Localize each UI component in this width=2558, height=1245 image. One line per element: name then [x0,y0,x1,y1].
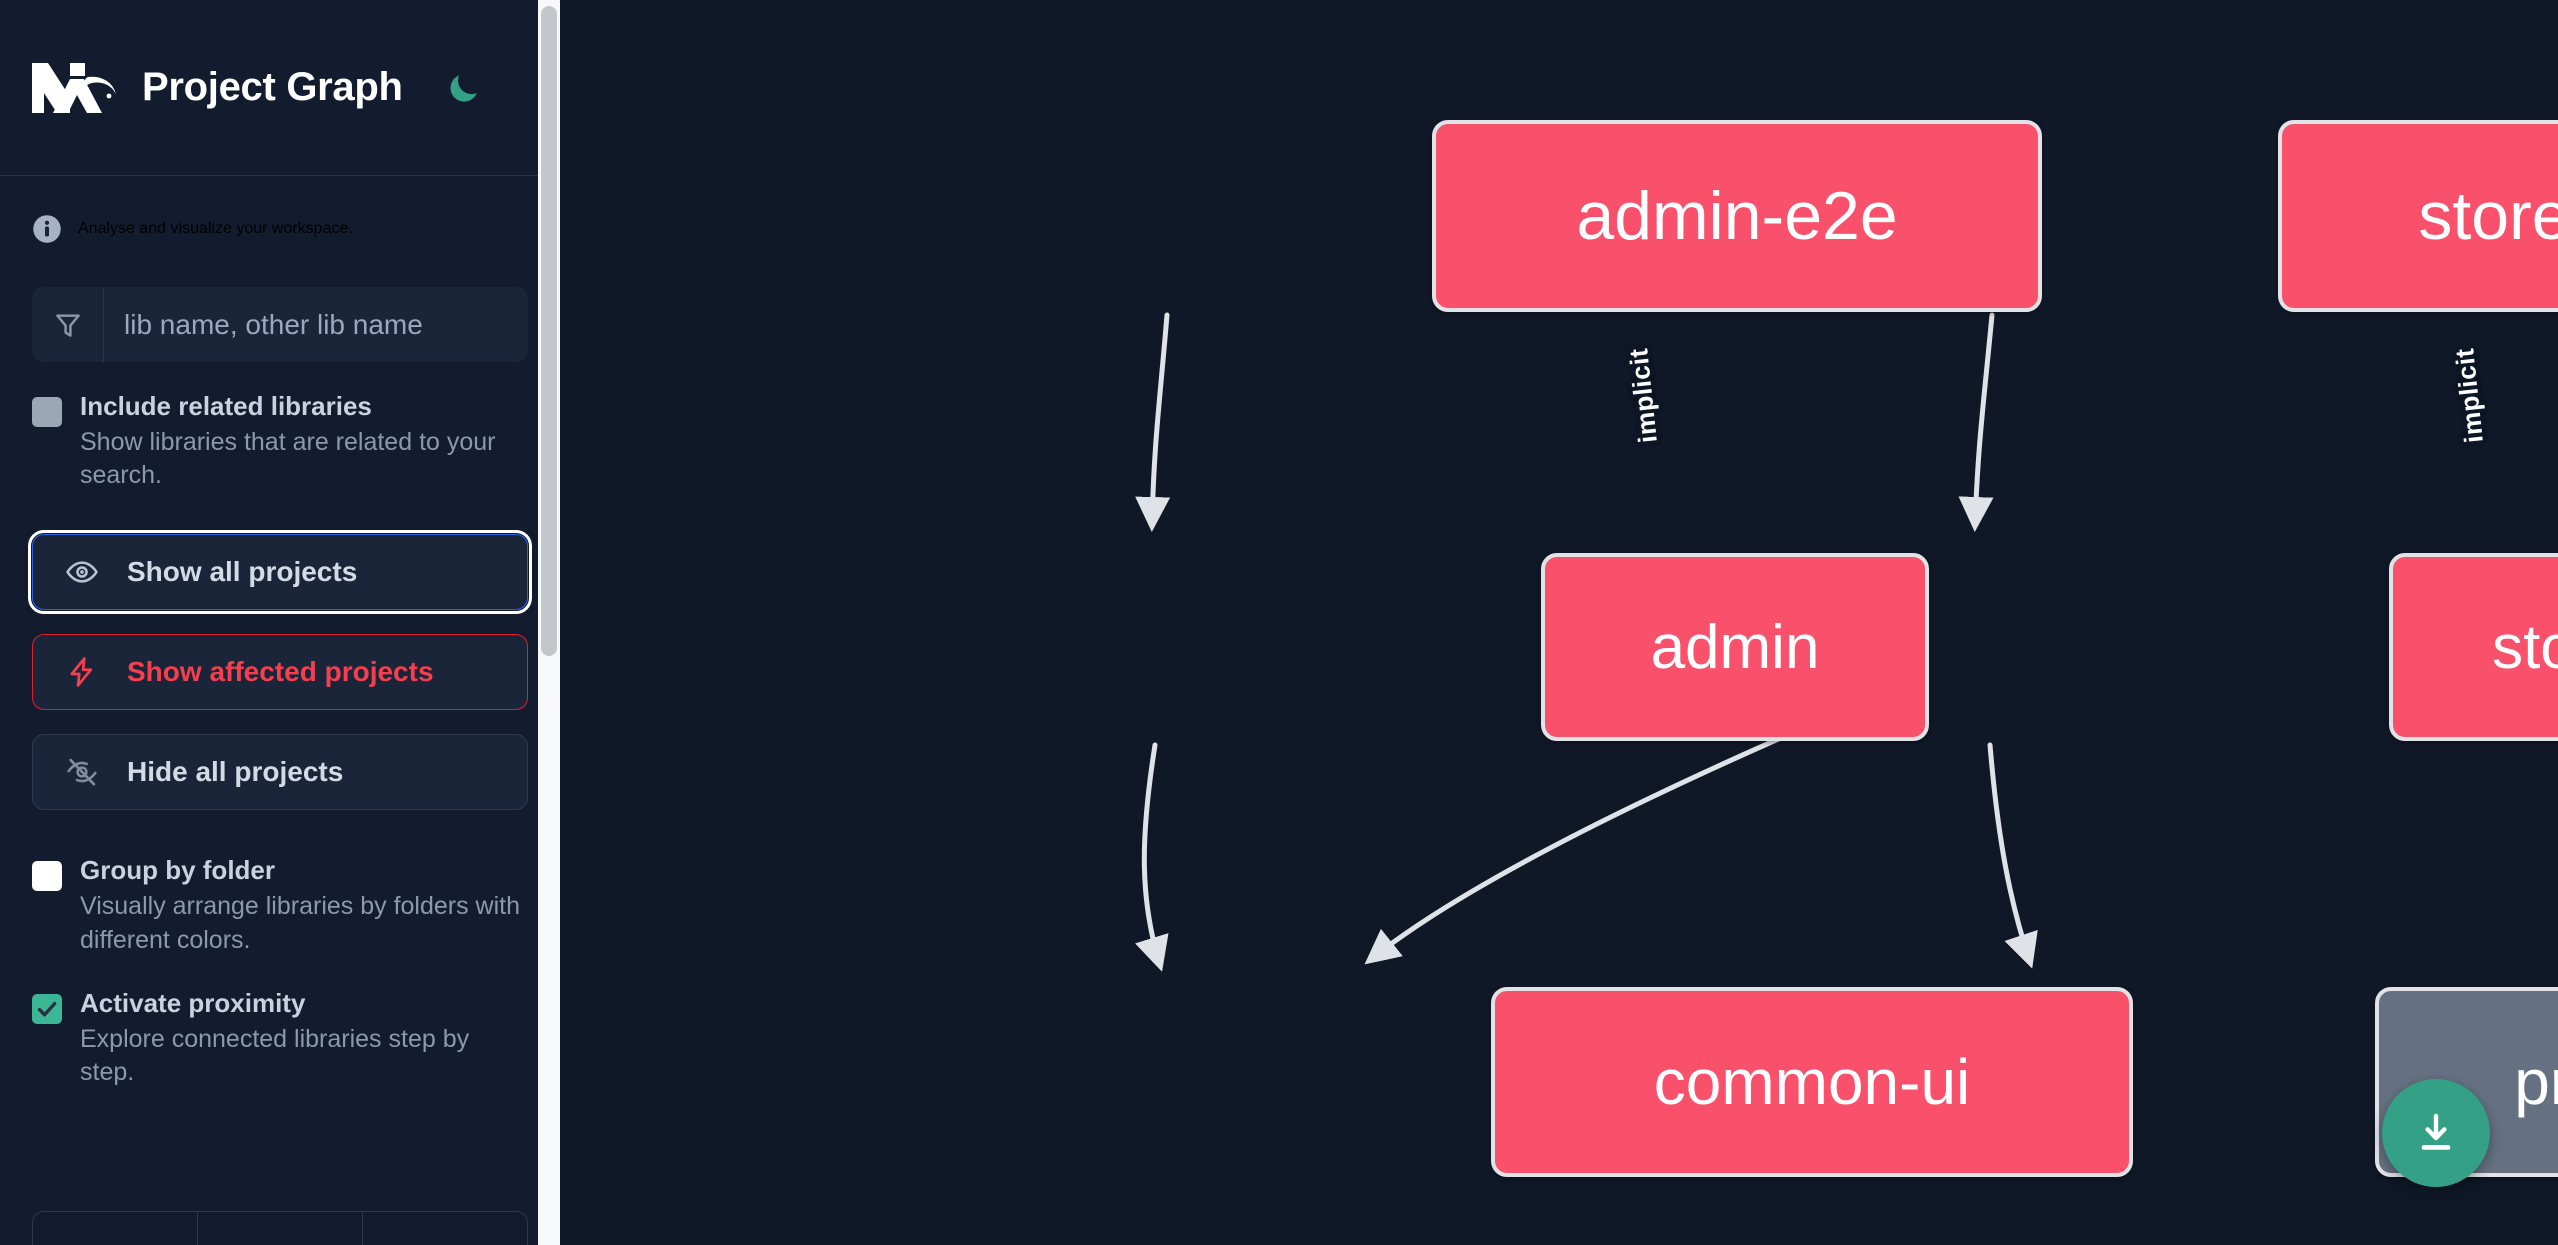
hide-all-projects-label: Hide all projects [127,756,344,788]
group-by-folder-checkbox[interactable] [32,861,62,892]
sidebar-scrollbar-thumb[interactable] [541,6,557,656]
proximity-stepper-segment-1[interactable] [33,1212,198,1245]
edge-store-common-ui [1364,717,1825,965]
graph-edges [1135,312,2038,972]
graph-node-label: store [2492,612,2558,682]
graph-node-store-e2e[interactable]: store-e2e [2278,120,2558,312]
checkbox-group-activate-proximity: Activate proximity Explore connected lib… [0,987,560,1089]
lightning-bolt-icon [70,657,93,688]
show-affected-projects-label: Show affected projects [127,656,434,688]
project-visibility-buttons: Show all projects Show affected projects… [0,530,560,811]
checkbox-group-include-related: Include related libraries Show libraries… [0,391,560,492]
graph-node-store[interactable]: store [2389,553,2558,741]
graph-node-admin-e2e[interactable]: admin-e2e [1432,120,2042,312]
group-by-folder-label: Group by folder [80,855,275,886]
sidebar: Project Graph Analyse and visualize yo [0,0,560,1245]
show-affected-projects-button[interactable]: Show affected projects [32,634,528,711]
group-by-folder-description: Visually arrange libraries by folders wi… [80,892,521,954]
include-related-libraries-label: Include related libraries [80,391,372,421]
sidebar-scrollbar-track[interactable] [538,0,560,1245]
include-related-libraries-checkbox[interactable] [32,397,62,427]
download-icon [2421,1113,2451,1150]
project-graph-canvas[interactable]: admin-e2e store-e2e admin store common-u… [560,0,2558,1245]
graph-node-label: admin-e2e [1576,178,1898,254]
sidebar-tagline: Analyse and visualize your workspace. [0,176,560,244]
download-graph-button[interactable] [2382,1079,2490,1187]
graph-node-label: products [2514,1046,2558,1118]
app-title: Project Graph [142,65,403,109]
graph-node-admin[interactable]: admin [1541,553,1929,741]
sidebar-tagline-text: Analyse and visualize your workspace. [78,220,353,237]
search-input[interactable] [104,287,528,362]
info-circle-icon [32,214,62,244]
edge-store-products [1987,742,2038,969]
checkbox-group-group-by-folder: Group by folder Visually arrange librari… [0,855,560,956]
funnel-filter-icon[interactable] [32,287,104,362]
edge-store-e2e-store [1958,312,1995,532]
activate-proximity-checkbox[interactable] [32,993,62,1024]
include-related-libraries-description: Show libraries that are related to your … [80,427,496,490]
nx-logo-icon [30,55,118,121]
show-all-projects-button[interactable]: Show all projects [28,530,532,615]
activate-proximity-description: Explore connected libraries step by step… [80,1024,470,1086]
edge-admin-common-ui [1135,742,1169,972]
eye-icon [66,561,98,584]
graph-node-label: admin [1650,612,1820,682]
graph-node-label: common-ui [1653,1046,1971,1118]
eye-off-icon [67,759,97,786]
proximity-stepper-group[interactable] [32,1211,528,1245]
graph-node-label: store-e2e [2418,178,2558,254]
checkmark-icon [37,1001,57,1017]
moon-icon[interactable] [441,66,485,110]
edge-admin-e2e-admin [1135,312,1171,532]
proximity-stepper-segment-2[interactable] [198,1212,363,1245]
sidebar-header: Project Graph [0,0,560,176]
proximity-stepper-segment-3[interactable] [363,1212,527,1245]
graph-node-common-ui[interactable]: common-ui [1491,987,2133,1177]
activate-proximity-label: Activate proximity [80,987,306,1018]
show-all-projects-label: Show all projects [127,556,358,588]
hide-all-projects-button[interactable]: Hide all projects [32,734,528,811]
filter-bar [32,287,528,362]
